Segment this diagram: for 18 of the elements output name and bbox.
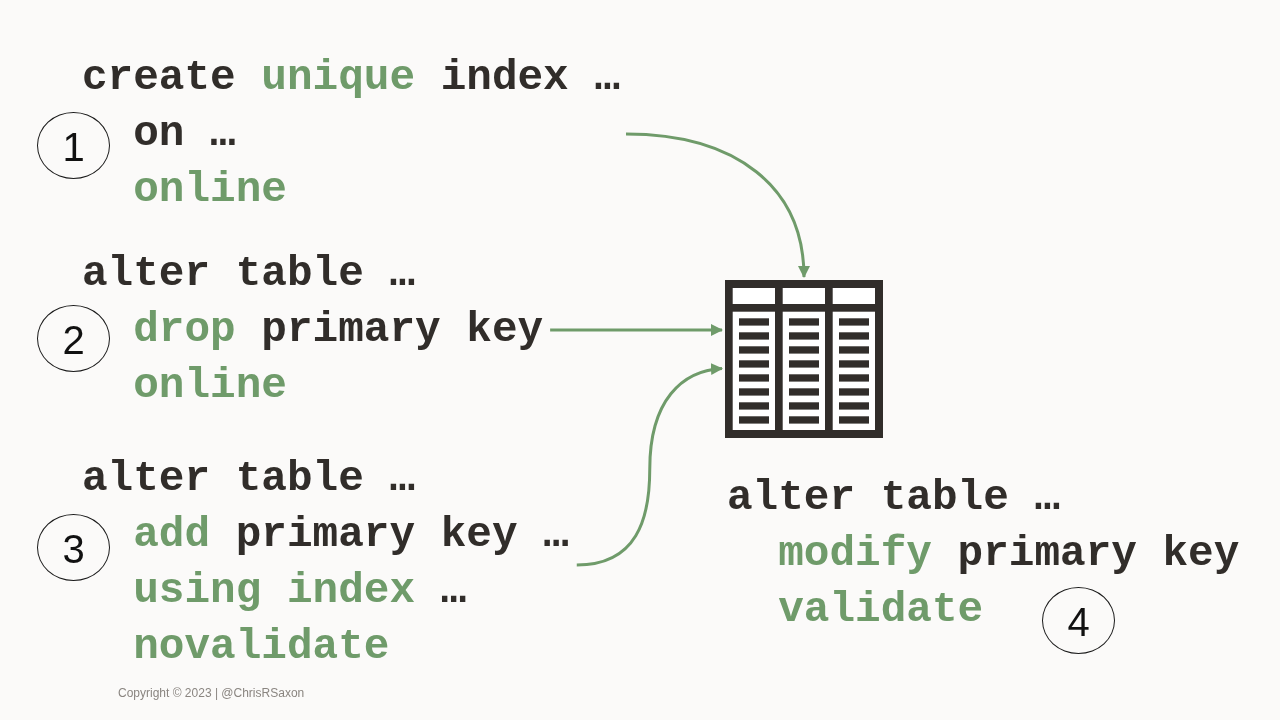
code-line: create unique index … xyxy=(82,52,620,104)
code-line: modify primary key xyxy=(778,528,1240,580)
code-line: online xyxy=(133,360,287,412)
arrow xyxy=(625,132,810,278)
code-line: on … xyxy=(133,108,236,160)
code-line: alter table … xyxy=(82,453,416,505)
code-line: validate xyxy=(778,584,984,636)
code-line: using index … xyxy=(133,565,467,617)
arrow xyxy=(576,363,723,567)
code-line: online xyxy=(133,164,287,216)
code-line: alter table … xyxy=(82,248,416,300)
code-line: add primary key … xyxy=(133,509,569,561)
arrow xyxy=(550,324,723,336)
copyright-note: Copyright © 2023 | @ChrisRSaxon xyxy=(118,686,305,700)
code-line: drop primary key xyxy=(133,304,544,356)
code-line: novalidate xyxy=(133,621,390,673)
table-icon xyxy=(725,280,883,438)
code-line: alter table … xyxy=(727,472,1061,524)
